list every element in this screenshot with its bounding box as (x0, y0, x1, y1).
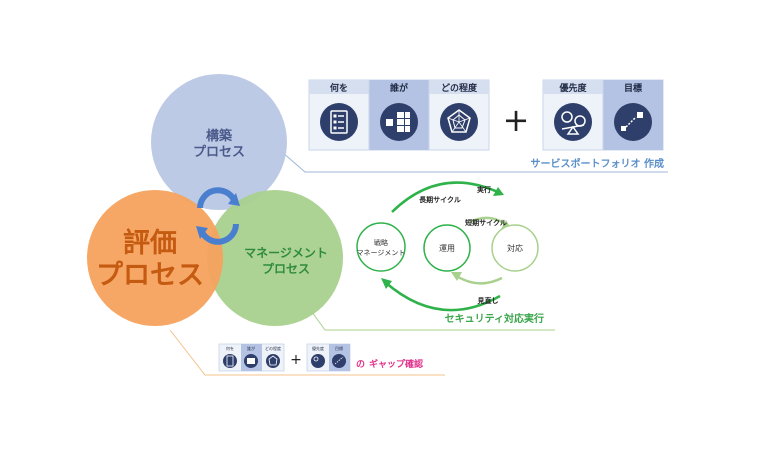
eval-title-line2: プロセス (96, 260, 204, 291)
small-header-priority: 優先度 (312, 345, 324, 351)
small-target-icon (332, 354, 346, 368)
top-header-how-much: どの程度 (441, 82, 478, 94)
cycle-arrowhead-1 (228, 193, 240, 206)
top-header-goal: 目標 (624, 82, 642, 94)
review-label: 見直し (477, 296, 499, 305)
small-caption-main: ギャップ確認 (369, 358, 423, 370)
leader-line-top (281, 151, 668, 173)
operation-label: 運用 (439, 244, 455, 253)
balance-scale-icon (554, 103, 592, 141)
leader-line-bottom (169, 329, 445, 376)
eval-title-line1: 評価 (123, 227, 177, 259)
cycle-diagram (356, 181, 539, 312)
small-target-glyph (334, 356, 344, 365)
build-process-circle (151, 74, 287, 210)
checklist-icon (320, 103, 358, 141)
small-header-what: 何を (226, 345, 234, 351)
small-caption-prefix: の (356, 359, 365, 370)
strategy-label-line1: 戦略 (374, 238, 388, 247)
management-process-circle (207, 190, 343, 326)
small-balance-glyph (313, 356, 319, 362)
small-checklist-icon (223, 354, 237, 368)
manage-title-line1: マネージメント (244, 246, 328, 260)
small-radar-glyph (268, 355, 278, 366)
short-cycle-label: 短期サイクル (465, 218, 507, 227)
top-plus-sign: + (503, 101, 530, 139)
small-header-who: 誰が (247, 345, 255, 351)
leader-line-middle (311, 311, 555, 331)
small-balance-icon (311, 354, 325, 368)
manage-title-line2: プロセス (262, 261, 310, 276)
small-plus-sign: + (290, 352, 302, 368)
small-header-goal: 目標 (335, 345, 343, 351)
cycle-arrowhead-2 (196, 226, 208, 239)
strategy-label-line2: マネージメント (357, 249, 406, 257)
org-blocks-icon (380, 103, 418, 141)
cycle-arrows-icon (197, 187, 239, 245)
top-header-priority: 優先度 (558, 82, 587, 94)
small-header-how-much: どの程度 (265, 345, 281, 351)
radar-chart-icon (440, 103, 478, 141)
top-header-who: 誰が (390, 82, 409, 94)
top-caption: サービスポートフォリオ 作成 (531, 157, 664, 170)
small-org-glyph (247, 358, 255, 364)
target-steps-icon (614, 103, 652, 141)
cycle-caption: セキュリティ対応実行 (445, 312, 544, 325)
evaluation-process-circle (87, 190, 223, 326)
build-title-line1: 構築 (206, 128, 233, 144)
small-checklist-glyph (226, 355, 234, 367)
top-header-what: 何を (330, 82, 348, 94)
small-radar-icon (266, 354, 280, 368)
build-title-line2: プロセス (193, 145, 245, 160)
execute-label: 実行 (477, 185, 491, 194)
long-cycle-label: 長期サイクル (419, 195, 461, 204)
response-label: 対応 (507, 243, 523, 253)
